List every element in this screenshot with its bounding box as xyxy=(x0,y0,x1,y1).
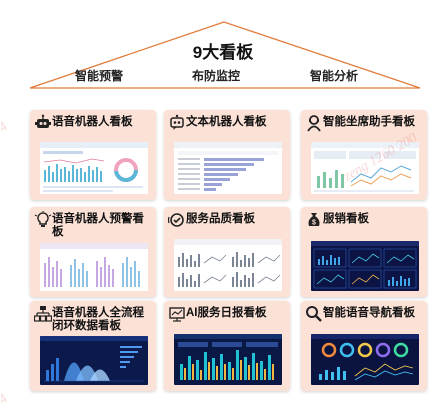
card-label: AI服务日报看板 xyxy=(186,307,267,319)
dashboard-card-text-robot[interactable]: 文本机器人看板 xyxy=(164,110,290,200)
dashboard-card-voice-robot-closed-loop[interactable]: 语音机器人全流程闭环数据看板 xyxy=(30,301,156,391)
dashboard-card-voice-robot[interactable]: 语音机器人看板 xyxy=(30,110,156,200)
dashboard-card-smart-voice-navigation[interactable]: 智能语音导航看板 xyxy=(301,301,427,391)
dashboard-thumbnail xyxy=(174,239,282,291)
dashboard-thumbnail xyxy=(311,142,419,194)
dashboard-card-service-quality[interactable]: 服务品质看板 xyxy=(164,207,290,297)
card-label: 语音机器人预警看板 xyxy=(52,213,144,238)
dashboard-thumbnail xyxy=(40,142,148,194)
svg-text:$: $ xyxy=(312,220,316,227)
dashboard-card-service-sales[interactable]: $ 服销看板 xyxy=(301,207,427,297)
dashboard-card-voice-robot-warning[interactable]: 语音机器人预警看板 xyxy=(30,207,156,297)
warning-bulb-icon xyxy=(34,211,52,227)
card-label: 语音机器人全流程闭环数据看板 xyxy=(52,307,144,332)
dashboard-card-ai-daily-report[interactable]: AI服务日报看板 xyxy=(164,301,290,391)
dashboard-thumbnail xyxy=(311,334,419,385)
money-bag-icon: $ xyxy=(308,213,320,227)
page-title: 9大看板 xyxy=(192,43,254,62)
dashboard-thumbnail xyxy=(174,142,282,194)
service-quality-icon xyxy=(168,213,184,227)
card-label: 智能语音导航看板 xyxy=(323,307,415,319)
category-deploy-monitor: 布防监控 xyxy=(192,69,241,83)
card-label: 文本机器人看板 xyxy=(186,116,267,128)
daily-report-icon xyxy=(169,307,185,322)
category-smart-analysis: 智能分析 xyxy=(310,69,359,83)
card-label: 智能坐席助手看板 xyxy=(323,116,415,128)
card-label: 语音机器人看板 xyxy=(52,116,133,128)
card-label: 服务品质看板 xyxy=(186,213,255,225)
robot-icon xyxy=(35,114,51,128)
dashboard-thumbnail xyxy=(311,241,419,291)
roof-outline xyxy=(29,21,421,89)
card-label: 服销看板 xyxy=(323,213,369,225)
chat-robot-icon xyxy=(170,114,184,130)
dashboard-thumbnail xyxy=(40,336,148,385)
dashboard-thumbnail xyxy=(174,334,282,385)
watermark-fragment: 4 xyxy=(0,391,11,408)
dashboard-thumbnail xyxy=(40,243,148,291)
agent-icon xyxy=(307,115,321,132)
flow-network-icon xyxy=(34,306,52,322)
dashboard-card-agent-assistant[interactable]: 智能坐席助手看板 xyxy=(301,110,427,200)
watermark-fragment: 4 xyxy=(0,119,11,136)
category-smart-warning: 智能预警 xyxy=(75,69,124,83)
search-icon xyxy=(306,306,322,322)
